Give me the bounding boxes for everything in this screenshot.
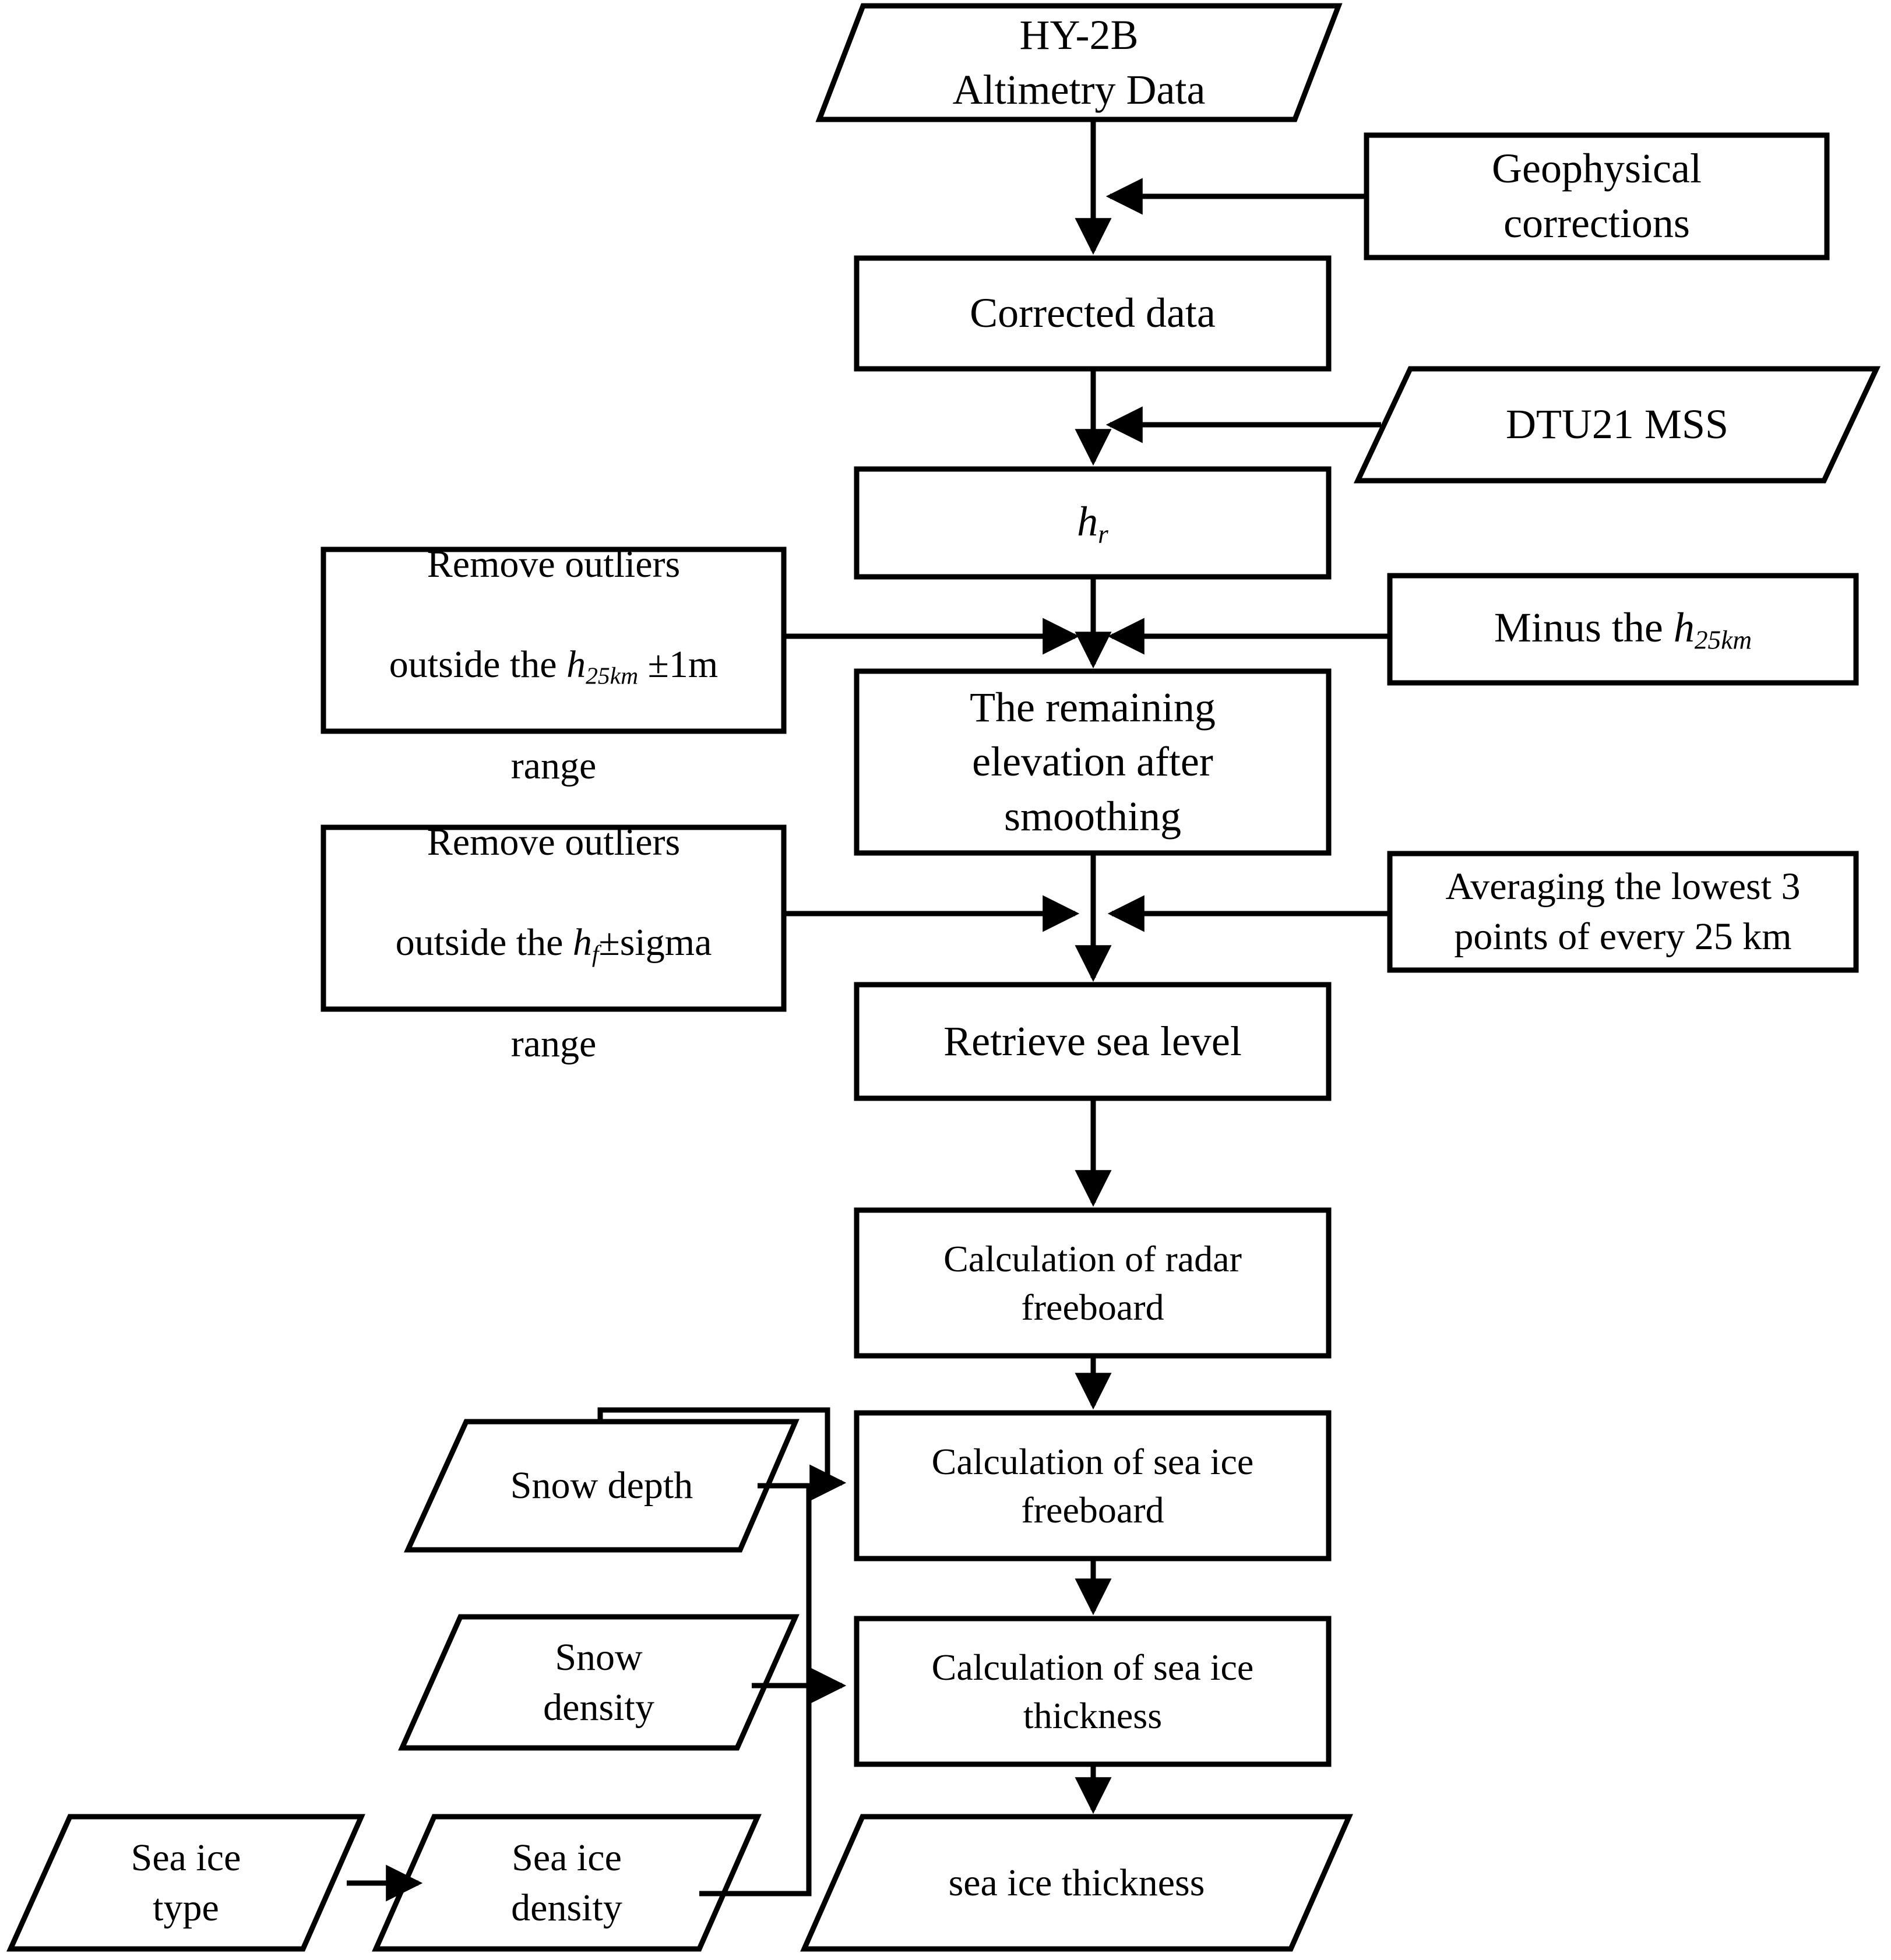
node-dtu21-mss[interactable] xyxy=(1353,366,1881,484)
node-retrieve-sea-level[interactable] xyxy=(854,982,1332,1101)
node-calc-sea-ice-thickness[interactable] xyxy=(854,1616,1332,1767)
node-snow-depth[interactable] xyxy=(404,1419,800,1553)
edge-snowdepth-top-route xyxy=(597,1407,847,1501)
node-remaining-elevation[interactable] xyxy=(854,668,1332,856)
node-minus-h25km[interactable] xyxy=(1387,573,1859,686)
node-remove-outliers-25km[interactable] xyxy=(321,547,787,734)
node-hy2b-data[interactable] xyxy=(815,3,1343,122)
node-sea-ice-thickness-out[interactable] xyxy=(800,1814,1353,1952)
node-calc-sea-ice-freeboard[interactable] xyxy=(854,1410,1332,1561)
node-corrected-data[interactable] xyxy=(854,255,1332,372)
node-snow-density[interactable] xyxy=(398,1614,800,1751)
node-calc-radar-freeboard[interactable] xyxy=(854,1207,1332,1359)
node-sea-ice-density[interactable] xyxy=(372,1814,762,1952)
node-averaging-lowest3[interactable] xyxy=(1387,851,1859,973)
node-remove-outliers-hf[interactable] xyxy=(321,824,787,1012)
edge-snowdepth-to-thickness-route xyxy=(699,1483,812,1896)
node-hr[interactable] xyxy=(854,466,1332,580)
node-sea-ice-type[interactable] xyxy=(6,1814,365,1952)
node-geophysical-corrections[interactable] xyxy=(1364,132,1830,260)
